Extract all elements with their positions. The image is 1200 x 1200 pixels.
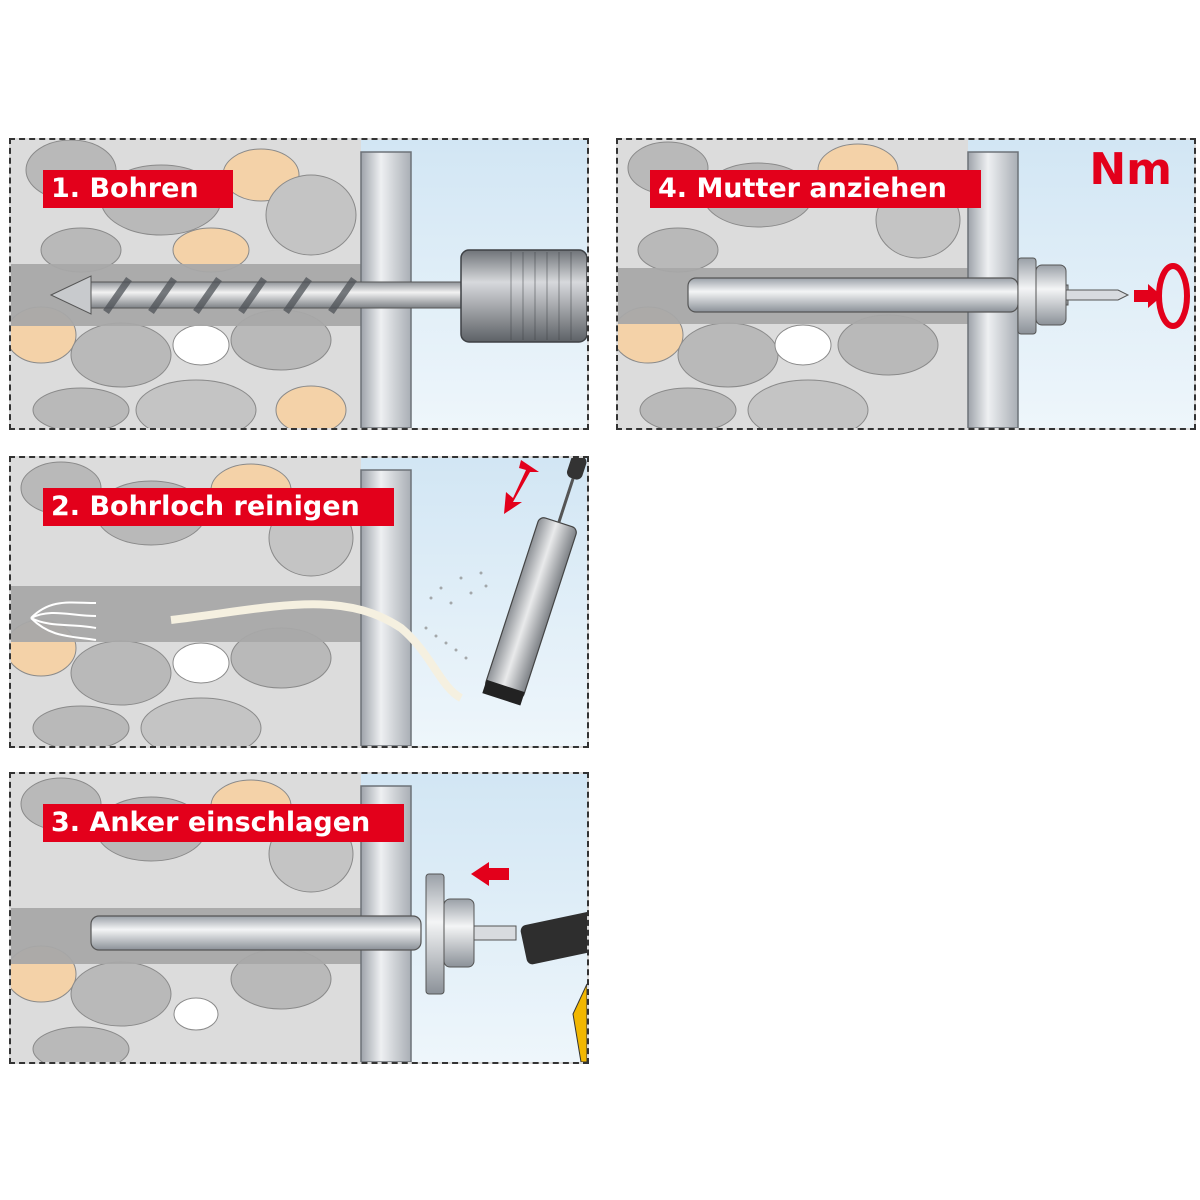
anchor-bolt-icon — [90, 873, 517, 995]
dust-particles — [424, 571, 488, 660]
drill-icon — [49, 249, 587, 343]
step-label: 3. Anker einschlagen — [43, 804, 405, 842]
torque-unit-label: Nm — [1089, 144, 1172, 195]
step-panel-tightening: 4. Mutter anziehen Nm — [616, 138, 1196, 430]
air-flow-arrows-icon — [30, 601, 97, 641]
step-panel-hammering: 3. Anker einschlagen — [9, 772, 589, 1064]
torque-wrench-icon — [1134, 263, 1190, 329]
step-panel-drilling: 1. Bohren — [9, 138, 589, 430]
anchor-bolt-icon — [687, 257, 1130, 335]
step-label: 1. Bohren — [43, 170, 233, 208]
step-label: 2. Bohrloch reinigen — [43, 488, 394, 526]
step-label: 4. Mutter anziehen — [650, 170, 981, 208]
push-arrow-icon — [471, 862, 509, 886]
hammer-icon — [520, 911, 587, 1062]
drilling-illustration — [11, 140, 587, 428]
blow-pump-icon — [482, 458, 587, 706]
up-down-arrow-icon — [504, 460, 539, 514]
step-panel-cleaning: 2. Bohrloch reinigen — [9, 456, 589, 748]
